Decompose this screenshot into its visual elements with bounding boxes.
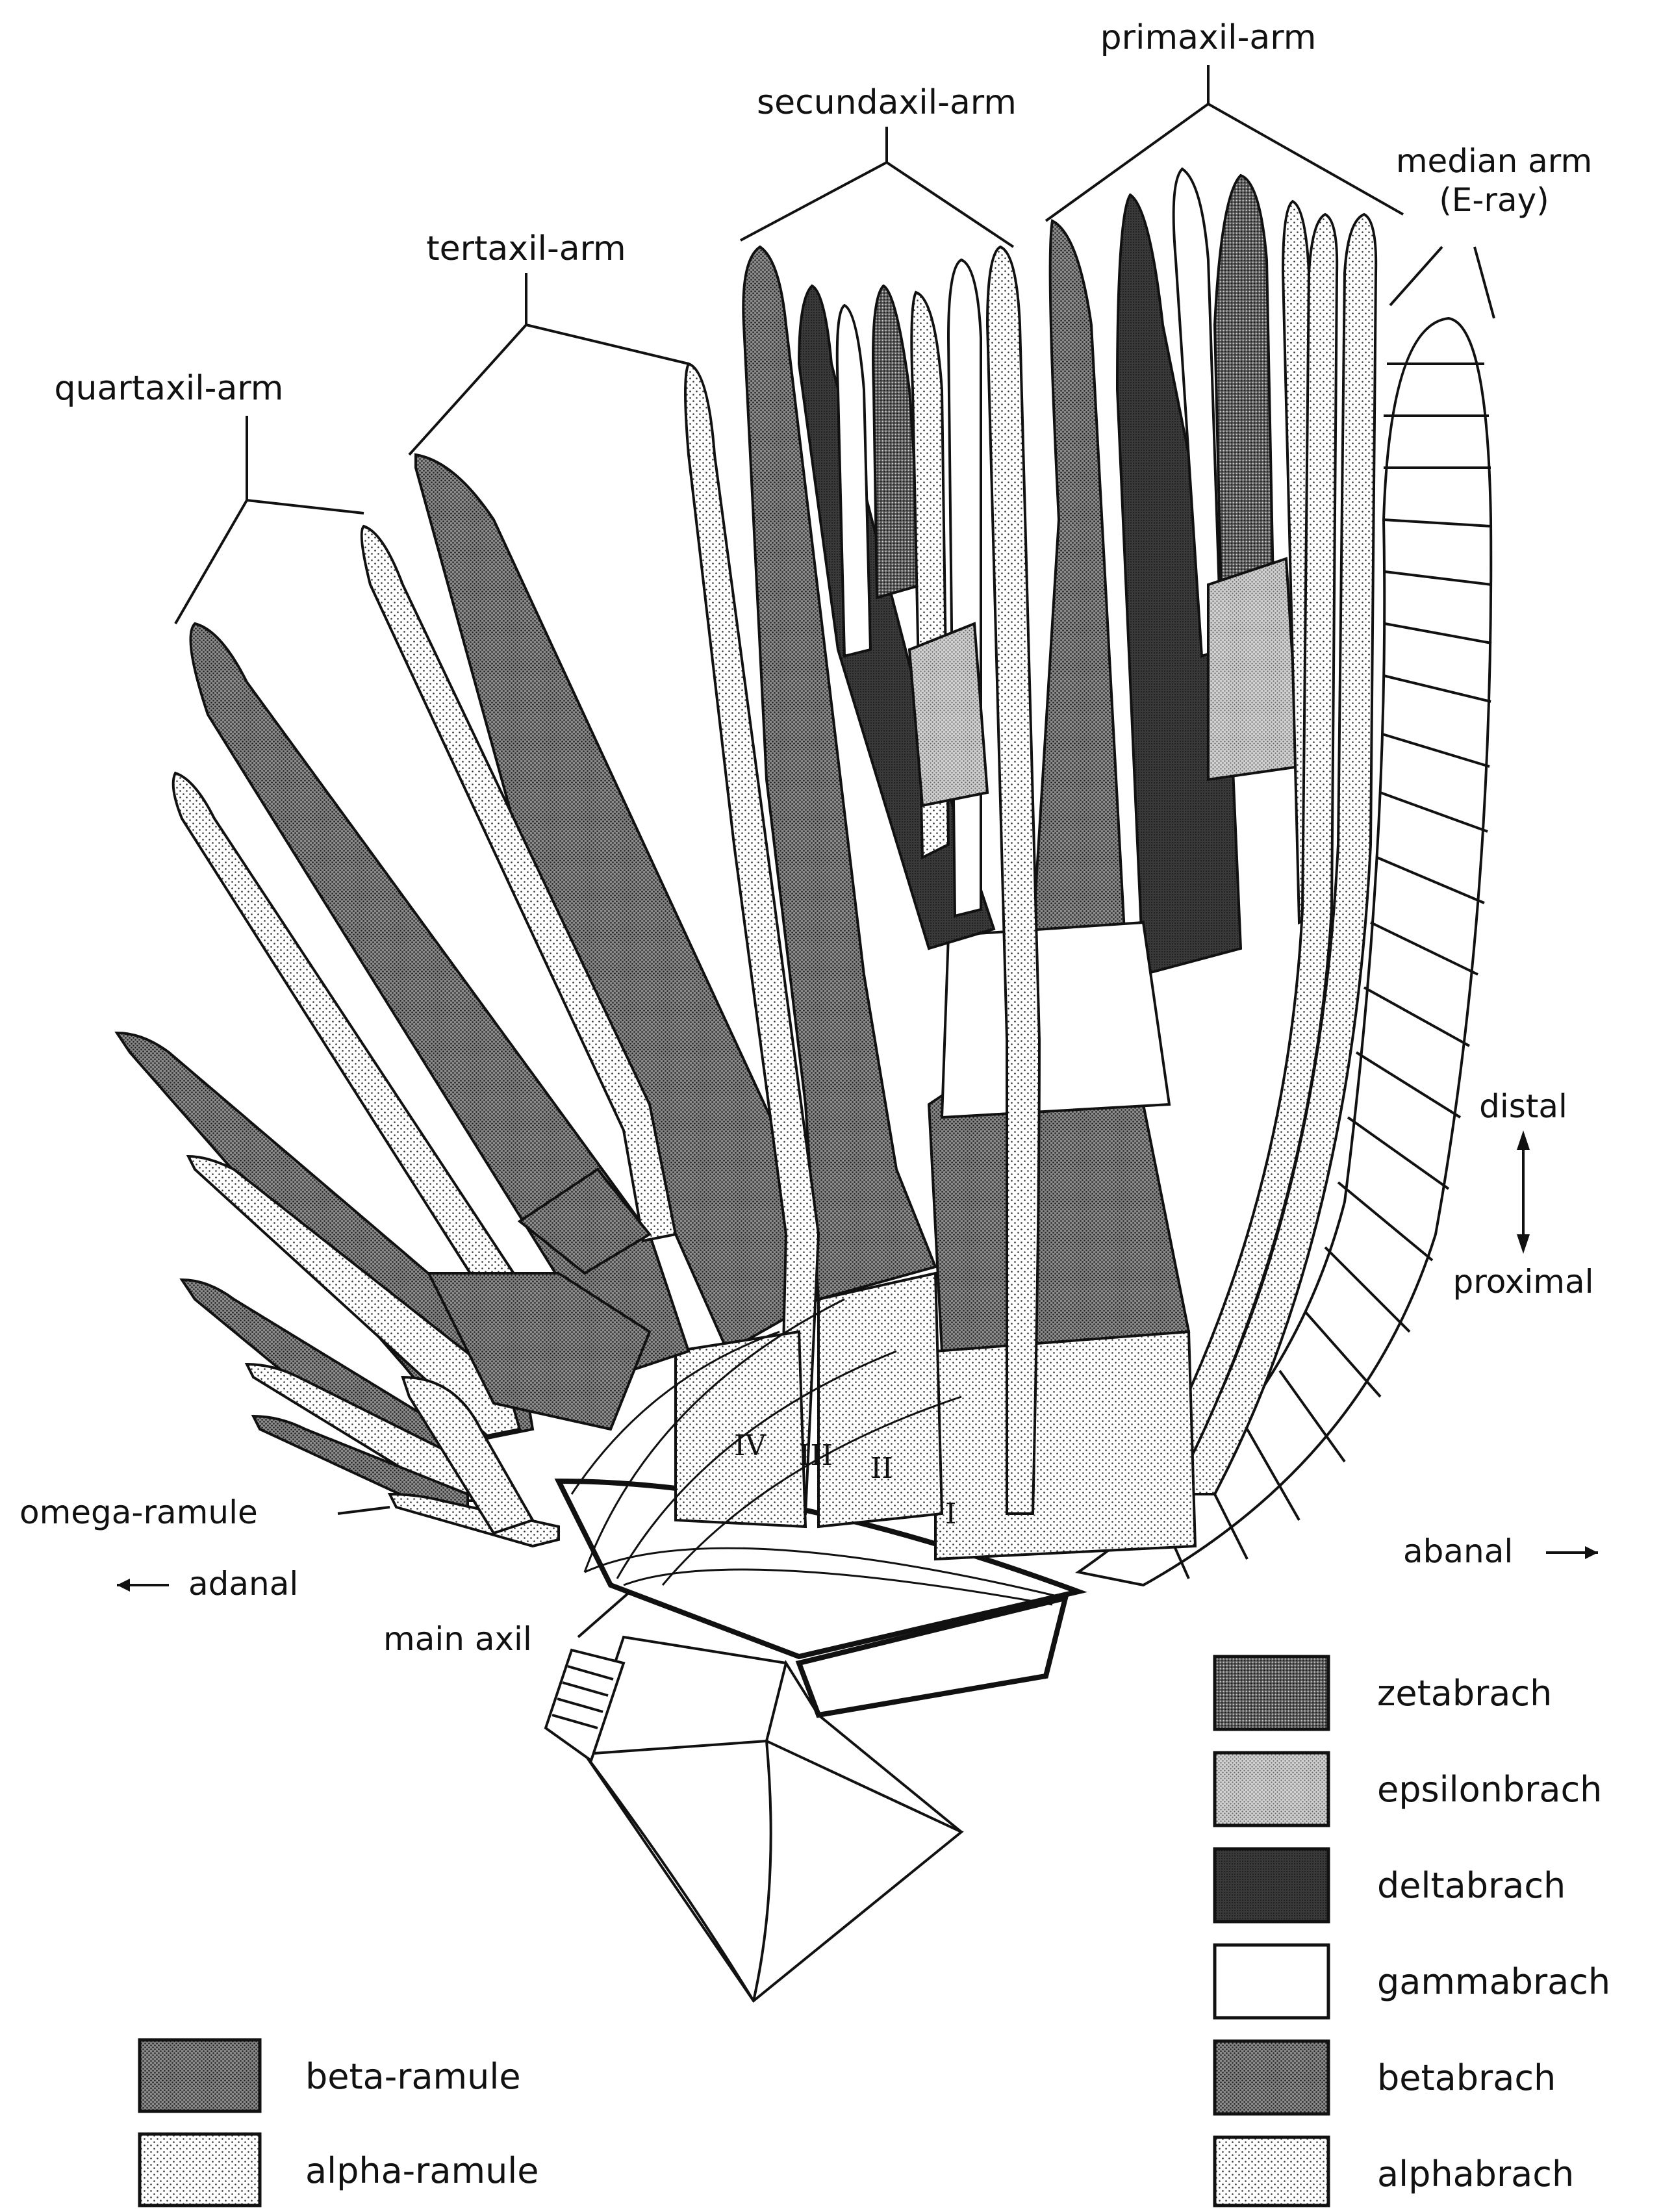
- legend-label-deltabrach: deltabrach: [1377, 1865, 1566, 1906]
- numeral-i: I: [945, 1497, 956, 1531]
- numeral-iv: IV: [734, 1429, 767, 1462]
- swatch-zetabrach: [1215, 1657, 1328, 1729]
- label-e-ray: (E-ray): [1439, 181, 1549, 219]
- legend-label-betabrach: betabrach: [1377, 2057, 1556, 2098]
- quartaxil-arm-branches: [117, 526, 689, 1546]
- label-main-axil: main axil: [383, 1620, 532, 1658]
- label-secundaxil: secundaxil-arm: [757, 83, 1017, 122]
- legend-label-zetabrach: zetabrach: [1377, 1673, 1552, 1714]
- legend-item-alphabrach: alphabrach: [1215, 2137, 1574, 2206]
- label-proximal: proximal: [1453, 1263, 1594, 1301]
- legend-left: beta-ramule alpha-ramule: [140, 2040, 539, 2206]
- legend-item-zetabrach: zetabrach: [1215, 1657, 1552, 1729]
- label-omega-ramule: omega-ramule: [19, 1494, 258, 1531]
- swatch-epsilonbrach: [1215, 1753, 1328, 1825]
- label-abanal: abanal: [1403, 1532, 1513, 1570]
- legend-item-epsilonbrach: epsilonbrach: [1215, 1753, 1602, 1825]
- legend-label-beta-ramule: beta-ramule: [305, 2056, 521, 2097]
- distal-proximal-indicator: distal proximal: [1453, 1087, 1594, 1301]
- swatch-betabrach: [1215, 2041, 1328, 2114]
- legend-label-alphabrach: alphabrach: [1377, 2154, 1574, 2194]
- swatch-beta-ramule: [140, 2040, 260, 2111]
- legend-item-alpha-ramule: alpha-ramule: [140, 2134, 539, 2206]
- swatch-gammabrach: [1215, 1945, 1328, 2018]
- label-adanal: adanal: [188, 1565, 298, 1603]
- legend-item-gammabrach: gammabrach: [1215, 1945, 1610, 2018]
- legend-right: zetabrach epsilonbrach deltabrach gammab…: [1215, 1657, 1610, 2206]
- abanal-indicator: abanal: [1403, 1532, 1598, 1570]
- swatch-alpha-ramule: [140, 2134, 260, 2206]
- swatch-deltabrach: [1215, 1849, 1328, 1922]
- legend-item-deltabrach: deltabrach: [1215, 1849, 1566, 1922]
- label-tertaxil: tertaxil-arm: [426, 229, 626, 268]
- legend-item-betabrach: betabrach: [1215, 2041, 1556, 2114]
- numeral-ii: II: [870, 1452, 893, 1485]
- legend-label-epsilonbrach: epsilonbrach: [1377, 1769, 1602, 1810]
- legend-label-alpha-ramule: alpha-ramule: [305, 2150, 539, 2191]
- label-primaxil: primaxil-arm: [1100, 18, 1317, 57]
- legend-label-gammabrach: gammabrach: [1377, 1961, 1610, 2002]
- label-distal: distal: [1479, 1087, 1567, 1125]
- label-median-arm: median arm: [1396, 142, 1592, 180]
- adanal-indicator: adanal: [117, 1565, 298, 1603]
- legend-item-beta-ramule: beta-ramule: [140, 2040, 521, 2111]
- swatch-alphabrach: [1215, 2137, 1328, 2206]
- numeral-iii: III: [799, 1439, 833, 1472]
- label-quartaxil: quartaxil-arm: [55, 369, 284, 408]
